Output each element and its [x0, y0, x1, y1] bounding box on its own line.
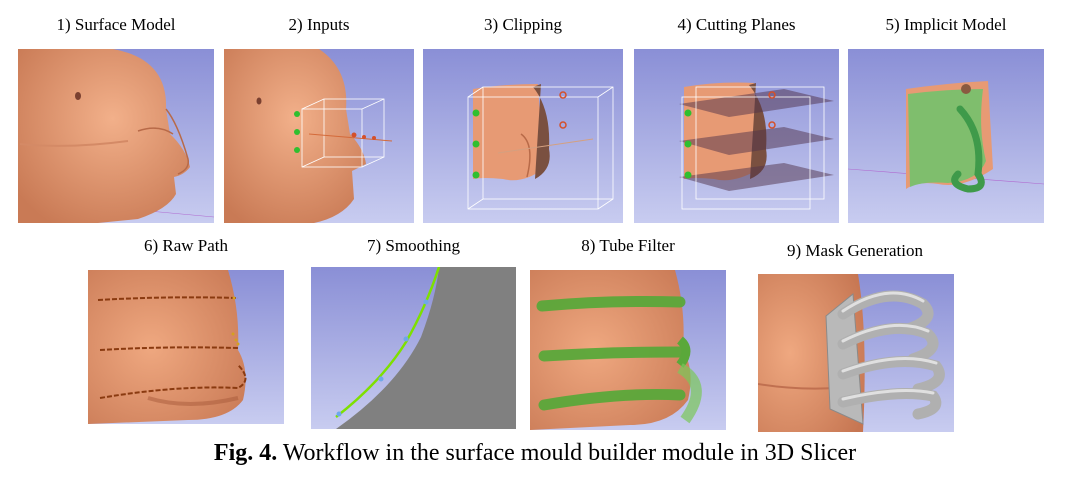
- panel-6-raw-path-image: [88, 270, 284, 424]
- panel-2-label: 2) Inputs: [288, 15, 350, 34]
- panel-8-tube-filter-image: [530, 270, 726, 430]
- figure-caption-prefix: Fig. 4.: [213, 440, 278, 466]
- panel-2-inputs-image: [224, 49, 414, 223]
- figure-caption: Fig. 4. Workflow in the surface mould bu…: [0, 440, 1070, 467]
- panel-9-label: 9) Mask Generation: [787, 241, 923, 260]
- panel-1-surface-model-image: [18, 49, 214, 223]
- panel-4-label: 4) Cutting Planes: [677, 15, 796, 34]
- panel-9-mask-generation-image: [758, 274, 954, 432]
- panel-5-label: 5) Implicit Model: [885, 15, 1007, 34]
- panel-5-implicit-model-image: [848, 49, 1044, 223]
- panel-4-cutting-planes-image: [634, 49, 839, 223]
- panel-8-label: 8) Tube Filter: [581, 236, 675, 255]
- panel-3-label: 3) Clipping: [484, 15, 562, 34]
- panel-7-label: 7) Smoothing: [366, 236, 461, 255]
- panel-6-label: 6) Raw Path: [143, 236, 229, 255]
- panel-7-smoothing-image: [311, 267, 516, 429]
- panel-3-clipping-image: [423, 49, 623, 223]
- panel-1-label: 1) Surface Model: [56, 15, 176, 34]
- figure-caption-text: Workflow in the surface mould builder mo…: [282, 440, 857, 466]
